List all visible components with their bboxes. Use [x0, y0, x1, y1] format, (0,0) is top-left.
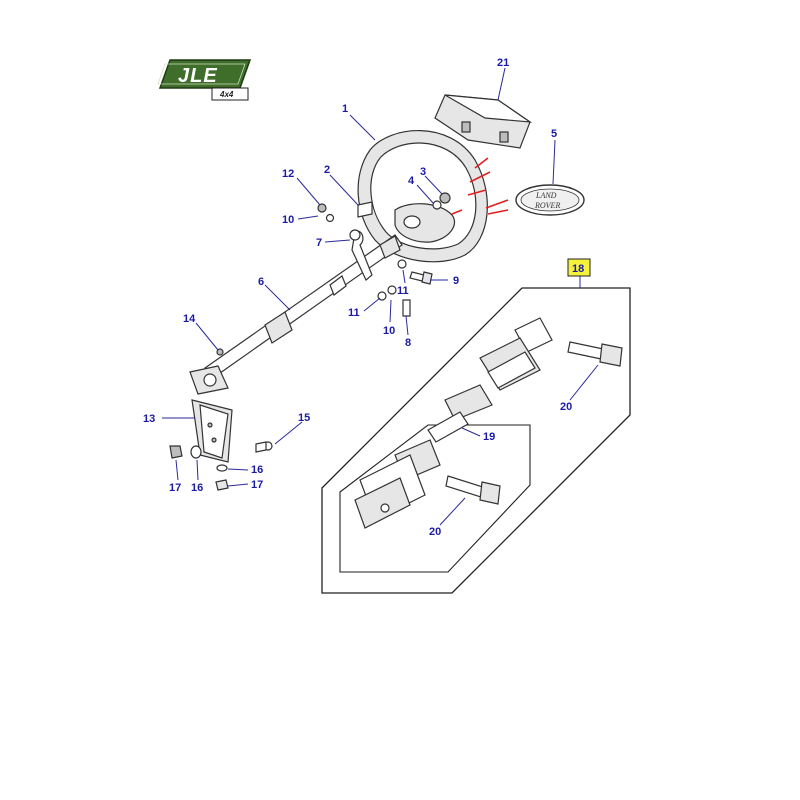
logo-subtext: 4x4 — [219, 90, 234, 99]
wheel-fixings — [317, 192, 451, 223]
callout-11-right: 11 — [397, 285, 409, 297]
callout-9: 9 — [453, 275, 459, 287]
callout-18: 18 — [572, 263, 584, 275]
bracket-fixings — [169, 445, 229, 491]
leader-lines — [162, 67, 599, 526]
callout-19: 19 — [483, 431, 495, 443]
callout-1: 1 — [342, 103, 348, 115]
badge-line1: LAND — [535, 191, 557, 200]
mounting-bracket — [191, 399, 273, 463]
callout-20-right: 20 — [560, 401, 572, 413]
column-fixings — [377, 259, 433, 317]
intermediate-shaft-group-outline — [321, 276, 631, 594]
callout-5: 5 — [551, 128, 557, 140]
land-rover-badge: LAND ROVER — [515, 184, 585, 216]
callout-17-left: 17 — [169, 482, 181, 494]
callout-16-left: 16 — [191, 482, 203, 494]
intermediate-shaft — [354, 317, 553, 529]
callout-13: 13 — [143, 413, 155, 425]
steering-wheel — [357, 130, 488, 263]
callout-8: 8 — [405, 337, 411, 349]
callout-20-left: 20 — [429, 526, 441, 538]
jle-logo: JLE 4x4 — [157, 59, 252, 101]
callout-12: 12 — [282, 168, 294, 180]
callout-3: 3 — [420, 166, 426, 178]
callout-15: 15 — [298, 412, 310, 424]
steering-column — [189, 229, 403, 395]
badge-line2: ROVER — [534, 201, 560, 210]
horn-cover — [434, 94, 533, 149]
callout-21: 21 — [497, 57, 509, 69]
callout-6: 6 — [258, 276, 264, 288]
callout-10-lower: 10 — [383, 325, 395, 337]
callout-16-right: 16 — [251, 464, 263, 476]
callout-4: 4 — [408, 175, 415, 187]
callout-10-upper: 10 — [282, 214, 294, 226]
callout-2: 2 — [324, 164, 330, 176]
callout-14: 14 — [183, 313, 196, 325]
assembly-red-lines — [451, 157, 509, 215]
callout-7: 7 — [316, 237, 322, 249]
pinch-bolts — [445, 341, 623, 505]
callout-11-left: 11 — [348, 307, 360, 319]
callout-17-right: 17 — [251, 479, 263, 491]
callouts: 1 2 3 4 5 6 7 8 9 10 10 11 11 12 13 14 1… — [143, 57, 584, 538]
callout-18-highlight — [567, 258, 591, 277]
logo-text: JLE — [178, 65, 218, 87]
